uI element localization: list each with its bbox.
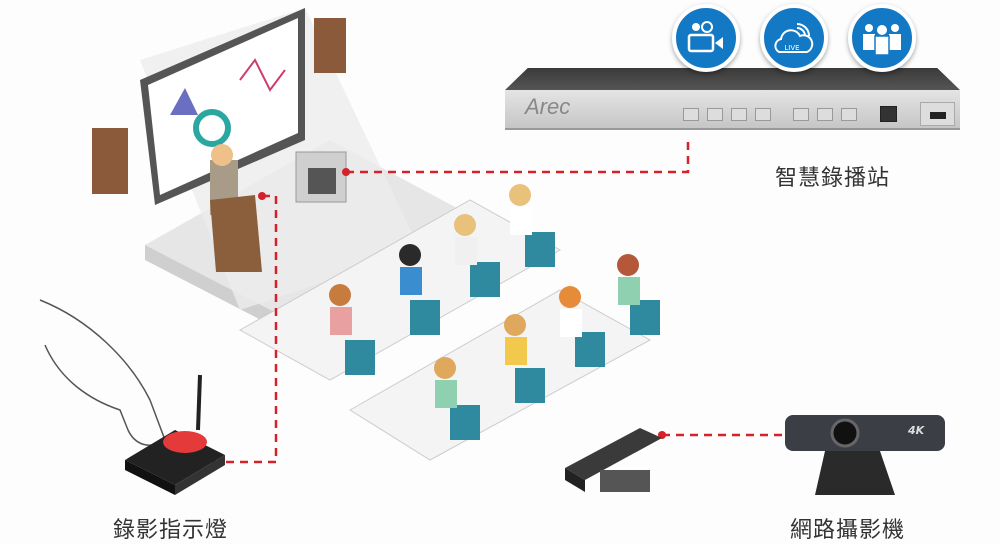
hand-illustration [39,299,166,446]
usb-port [920,102,955,126]
connection-lines [210,138,790,464]
device-button[interactable] [683,108,699,121]
network-camera-device [785,415,945,495]
video-camera-icon [672,4,740,72]
recording-indicator-label: 錄影指示燈 [113,518,229,543]
power-button[interactable] [880,106,897,122]
bar-camera [565,428,662,492]
device-button[interactable] [755,108,771,121]
pause-button[interactable] [817,108,833,121]
stop-button[interactable] [841,108,857,121]
device-button[interactable] [731,108,747,121]
4k-badge: 4K [908,424,925,437]
network-camera-label: 網路攝影機 [790,518,906,543]
speaker-left [92,128,128,194]
brand-logo: Arec [525,94,571,119]
recording-indicator-device [125,374,225,495]
group-users-icon [848,4,916,72]
recording-station-label: 智慧錄播站 [775,166,891,191]
live-text: LIVE [784,44,799,52]
record-button[interactable] [793,108,809,121]
live-cloud-icon: LIVE [760,4,828,72]
recording-station-device: Arec [505,68,960,138]
device-button[interactable] [707,108,723,121]
speaker-right [314,18,346,73]
